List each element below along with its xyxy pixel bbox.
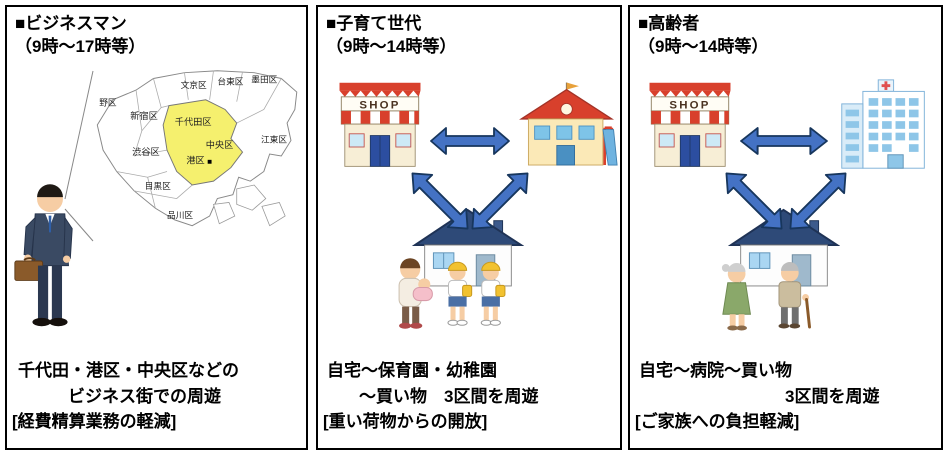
caption-line-1: 千代田・港区・中央区などの [18,361,239,380]
panel-hours: （9時～14時等） [326,36,457,56]
ward-label-chuo: 中央区 [206,139,234,150]
kindergarten-icon [519,82,618,166]
businessman-illustration [14,184,73,327]
ward-label-minato: 港区 [186,155,204,166]
caption-line-1: 自宅～保育園・幼稚園 [327,361,497,380]
ward-label-nakano: 野区 [99,98,117,108]
panel-child-rearing: ■子育て世代 （9時～14時等） [316,5,622,450]
panel-title-block: ■ビジネスマン （9時～17時等） [15,13,145,59]
ward-label-shinagawa: 品川区 [167,210,193,220]
ward-label-shibuya: 渋谷区 [132,146,160,157]
panel-elderly: ■高齢者 （9時～14時等） [628,5,943,450]
briefcase-handle [23,257,36,261]
grandfather-icon [778,262,811,329]
shop-icon [646,81,734,169]
panel-title-block: ■子育て世代 （9時～14時等） [326,13,456,59]
panel-title: ■子育て世代 [326,14,422,33]
caption-line-1: 自宅～病院～買い物 [639,361,792,380]
callout-lines [64,70,94,242]
elderly-couple-illustration [721,262,811,331]
family-illustration [398,258,506,329]
caption-block: 自宅～病院～買い物 3区間を周遊 [ご家族への負担軽減] [635,358,937,435]
ward-label-sumida: 墨田区 [251,74,277,84]
grandmother-icon [721,263,752,331]
caption-line-3: [ご家族への負担軽減] [635,412,800,431]
caption-line-2: 3区間を周遊 [785,386,880,406]
panel-businessman: ■ビジネスマン （9時～17時等） 文京区 [5,5,308,450]
cane-icon [805,297,811,329]
ward-label-shinjuku: 新宿区 [130,110,158,121]
panel-title: ■高齢者 [638,14,700,33]
caption-line-2: ～買い物 3区間を周遊 [359,386,539,406]
tokyo-ward-map: 文京区 台東区 墨田区 野区 新宿区 千代田区 中央区 江東区 渋谷区 港区 目… [96,70,298,227]
slide-icon [602,129,618,166]
arrow-shop-kindergarten [430,127,510,155]
ward-label-koto: 江東区 [261,133,287,144]
panel-title-block: ■高齢者 （9時～14時等） [638,13,768,59]
arrow-shop-hospital [740,127,828,155]
ward-label-bunkyo: 文京区 [181,79,207,90]
highlighted-central-wards [162,99,244,186]
caption-line-2: ビジネス街での周遊 [68,386,221,406]
kindergartener-1 [447,261,473,326]
panel-hours: （9時～14時等） [638,36,769,56]
ward-label-meguro: 目黒区 [145,181,171,191]
caption-line-3: [重い荷物からの開放] [323,412,488,431]
kindergartener-2 [480,261,506,326]
caption-line-3: [経費精算業務の軽減] [12,412,177,431]
ward-label-taito: 台東区 [217,75,243,86]
flag-icon [566,82,579,90]
ward-label-chiyoda: 千代田区 [175,117,212,127]
station-marker [207,159,212,164]
caption-block: 自宅～保育園・幼稚園 ～買い物 3区間を周遊 [重い荷物からの開放] [323,358,616,435]
shop-icon [336,81,424,169]
medical-cross-icon [881,84,891,88]
panel-title: ■ビジネスマン [15,14,127,33]
panel-hours: （9時～17時等） [15,36,146,56]
hospital-icon [841,79,925,169]
caption-block: 千代田・港区・中央区などの ビジネス街での周遊 [経費精算業務の軽減] [12,358,302,435]
